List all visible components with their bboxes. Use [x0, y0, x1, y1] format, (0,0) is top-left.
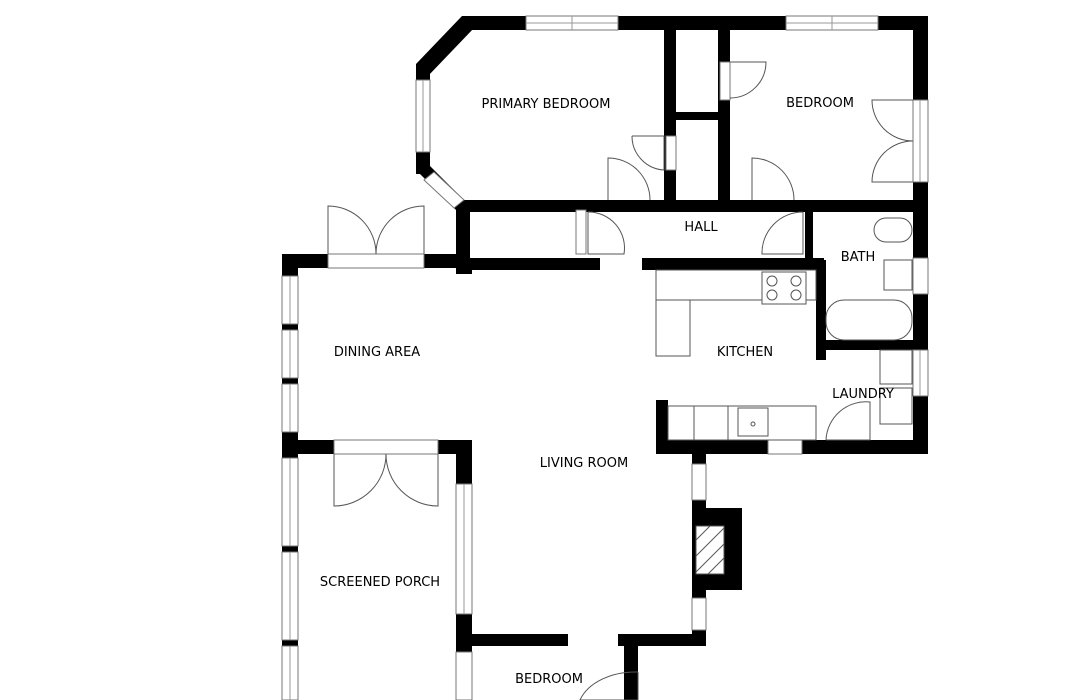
- room-label-living-room: LIVING ROOM: [540, 456, 628, 471]
- room-labels: PRIMARY BEDROOM BEDROOM HALL BATH DINING…: [320, 96, 894, 687]
- room-label-screened-porch: SCREENED PORCH: [320, 575, 440, 590]
- room-label-bedroom-top: BEDROOM: [786, 96, 854, 111]
- windows: [281, 15, 929, 700]
- room-label-bath: BATH: [841, 250, 876, 265]
- room-label-dining-area: DINING AREA: [334, 345, 420, 360]
- doors: [327, 61, 914, 700]
- room-label-laundry: LAUNDRY: [832, 387, 894, 402]
- room-label-bedroom-bottom: BEDROOM: [515, 672, 583, 687]
- room-label-primary-bedroom: PRIMARY BEDROOM: [482, 97, 611, 112]
- openings: [460, 212, 829, 646]
- fixtures: [655, 217, 913, 575]
- room-label-hall: HALL: [684, 220, 718, 235]
- room-label-kitchen: KITCHEN: [717, 345, 773, 360]
- fireplace-hatch: [695, 525, 725, 575]
